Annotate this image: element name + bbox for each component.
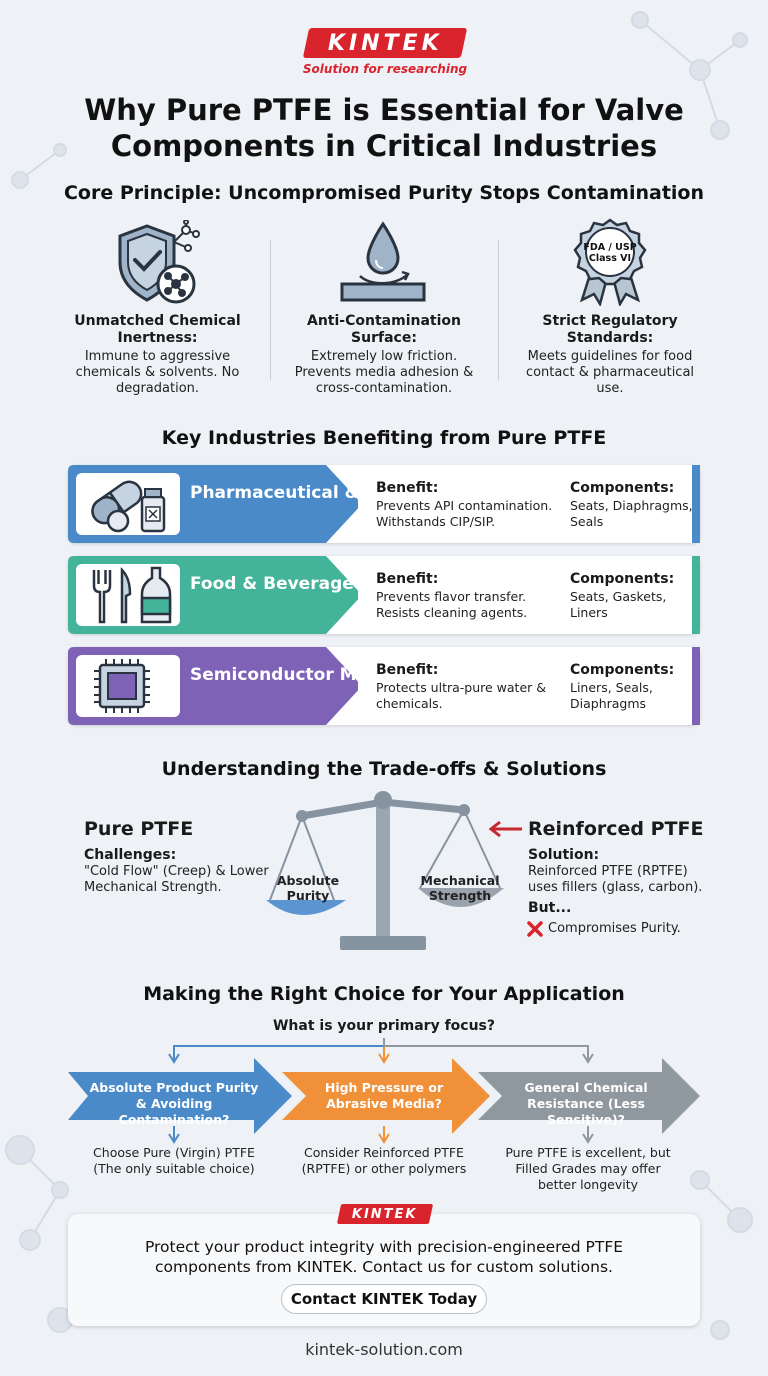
- anti-contamination-desc: Extremely low friction. Prevents media a…: [294, 349, 474, 396]
- challenges-label: Challenges:: [84, 847, 177, 863]
- benefit-label: Benefit:: [376, 480, 439, 496]
- option-general-result: Pure PTFE is excellent, but Filled Grade…: [505, 1145, 671, 1192]
- pure-ptfe-title: Pure PTFE: [84, 818, 194, 840]
- option-purity-label: Absolute Product Purity & Avoiding Conta…: [89, 1080, 259, 1127]
- pills-vial-icon: [91, 480, 166, 533]
- cta-kintek-logo: KINTEK: [336, 1204, 434, 1224]
- band-divider-chevron: [692, 647, 700, 725]
- industry-benefit: Prevents flavor transfer. Resists cleani…: [376, 589, 528, 620]
- inertness-title: Unmatched Chemical Inertness:: [74, 313, 241, 346]
- shield-check-molecule-icon: [118, 220, 200, 304]
- choice-heading: Making the Right Choice for Your Applica…: [143, 983, 625, 1005]
- option-general-label: General Chemical Resistance (Less Sensit…: [524, 1080, 648, 1127]
- solution-label: Solution:: [528, 847, 600, 863]
- components-label: Components:: [570, 662, 675, 678]
- industry-benefit: Protects ultra-pure water & chemicals.: [376, 680, 547, 711]
- choice-question: What is your primary focus?: [272, 1018, 495, 1034]
- regulatory-desc: Meets guidelines for food contact & phar…: [525, 349, 695, 396]
- arrow-left-icon: [488, 820, 522, 838]
- droplet-surface-icon: [340, 221, 426, 302]
- benefit-label: Benefit:: [376, 571, 439, 587]
- tradeoffs-heading: Understanding the Trade-offs & Solutions: [161, 758, 607, 780]
- pan-label-strength: Mechanical Strength: [420, 873, 500, 903]
- industries-heading: Key Industries Benefiting from Pure PTFE: [161, 427, 607, 449]
- components-label: Components:: [570, 571, 675, 587]
- brand-tagline: Solution for researching: [302, 62, 468, 76]
- cta-text: Protect your product integrity with prec…: [144, 1238, 624, 1276]
- divider: [270, 240, 271, 380]
- choice-chevrons: [68, 1058, 700, 1134]
- industry-row-food: Food & Beverage Benefit: Prevents flavor…: [68, 556, 700, 634]
- chip-icon: [94, 659, 150, 713]
- option-pressure-result: Consider Reinforced PTFE (RPTFE) or othe…: [301, 1145, 467, 1176]
- choice-flow-arrows: [168, 1038, 594, 1144]
- inertness-desc: Immune to aggressive chemicals & solvent…: [75, 349, 240, 396]
- industry-components: Seats, Gaskets, Liners: [570, 589, 667, 620]
- challenges-text: "Cold Flow" (Creep) & Lower Mechanical S…: [84, 864, 269, 895]
- components-label: Components:: [570, 480, 675, 496]
- compromise-text: Compromises Purity.: [548, 921, 681, 936]
- red-x-icon: [527, 921, 543, 937]
- badge-text: FDA / USP Class VI: [583, 242, 637, 264]
- band-divider-chevron: [692, 556, 700, 634]
- industry-row-pharma: Pharmaceutical & Biotechnology Benefit: …: [68, 465, 700, 543]
- industry-name: Food & Beverage: [190, 574, 354, 594]
- option-purity-result: Choose Pure (Virgin) PTFE (The only suit…: [93, 1145, 255, 1176]
- certification-badge-icon: [573, 218, 647, 306]
- anti-contamination-title: Anti-Contamination Surface:: [307, 313, 461, 346]
- balance-scale-icon: [266, 791, 504, 950]
- but-label: But...: [528, 900, 572, 916]
- benefit-label: Benefit:: [376, 662, 439, 678]
- footer-url[interactable]: kintek-solution.com: [305, 1340, 463, 1359]
- industry-components: Liners, Seals, Diaphragms: [570, 680, 653, 711]
- industry-name: Semiconductor Manufacturing: [190, 665, 480, 685]
- industry-row-semiconductor: Semiconductor Manufacturing Benefit: Pro…: [68, 647, 700, 725]
- industry-name: Pharmaceutical & Biotechnology: [190, 483, 503, 503]
- solution-text: Reinforced PTFE (RPTFE) uses fillers (gl…: [528, 864, 703, 895]
- pan-label-purity: Absolute Purity: [276, 873, 340, 903]
- industry-components: Seats, Diaphragms, Seals: [570, 498, 693, 529]
- core-principle-heading: Core Principle: Uncompromised Purity Sto…: [63, 182, 705, 204]
- contact-button[interactable]: Contact KINTEK Today: [281, 1284, 487, 1314]
- industry-benefit: Prevents API contamination. Withstands C…: [376, 498, 553, 529]
- kintek-logo[interactable]: KINTEK: [302, 28, 468, 58]
- regulatory-title: Strict Regulatory Standards:: [542, 313, 678, 346]
- option-pressure-label: High Pressure or Abrasive Media?: [324, 1080, 444, 1111]
- page-title: Why Pure PTFE is Essential for Valve Com…: [84, 93, 684, 163]
- utensils-bottle-icon: [92, 566, 172, 624]
- divider: [498, 240, 499, 380]
- reinforced-ptfe-title: Reinforced PTFE: [528, 818, 704, 840]
- band-divider-chevron: [628, 465, 700, 543]
